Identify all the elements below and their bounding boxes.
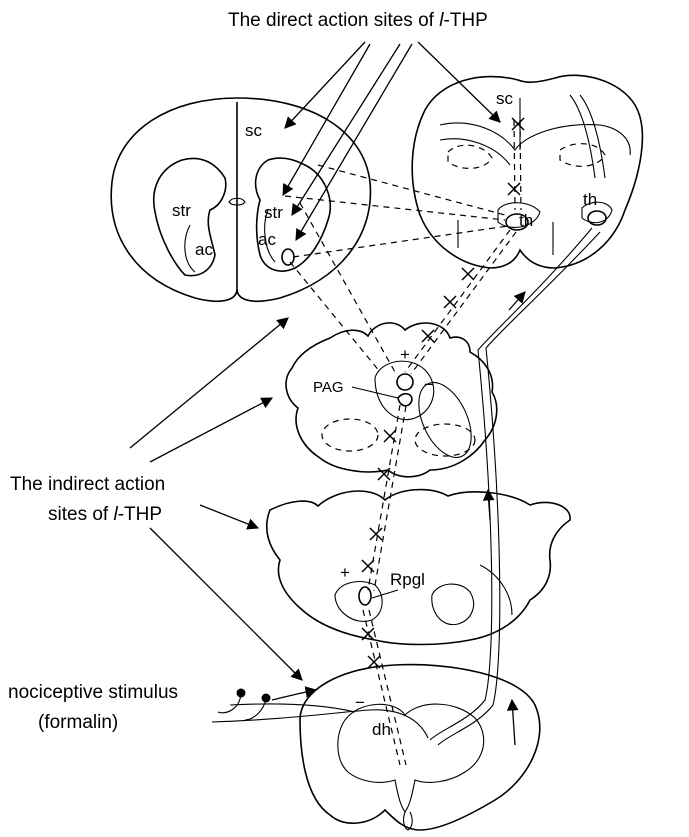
indirect-sites-line2: sites of l-THP [48, 504, 162, 525]
pag-plus-sign: + [400, 345, 410, 364]
indirect-site-arrows [130, 318, 302, 680]
pag-minus-sign: − [424, 375, 434, 394]
striatum-section [111, 98, 370, 301]
indirect-sites-line1: The indirect action [10, 474, 165, 495]
pag-pointer [352, 387, 398, 398]
rpgl-label: Rpgl [390, 570, 425, 589]
direct-site-arrows [283, 42, 500, 240]
rpgl-pointer [372, 590, 398, 598]
ac-left-label: ac [195, 240, 213, 259]
rpgl-section [267, 490, 570, 645]
thalamus-section [412, 75, 642, 268]
str-right-label: str [264, 203, 283, 222]
ac-right-label: ac [258, 230, 276, 249]
pag-label: PAG [313, 379, 344, 396]
dh-minus-sign: − [355, 693, 365, 712]
descending-pathway [363, 120, 521, 765]
str-left-label: str [172, 201, 191, 220]
stimulus-line2: (formalin) [38, 712, 118, 733]
direct-sites-title: The direct action sites of l-THP [228, 10, 488, 31]
sc-left-label: sc [245, 121, 263, 140]
striatal-thalamic-projections [285, 165, 508, 372]
primary-afferents [212, 689, 428, 739]
spinal-cord-section [300, 665, 540, 830]
th-left-label: th [519, 211, 533, 230]
stimulus-line1: nociceptive stimulus [8, 682, 178, 703]
dh-label: dh [372, 720, 391, 739]
th-right-label: th [583, 190, 597, 209]
rpgl-plus-sign: + [340, 563, 350, 582]
sc-right-label: sc [496, 89, 514, 108]
